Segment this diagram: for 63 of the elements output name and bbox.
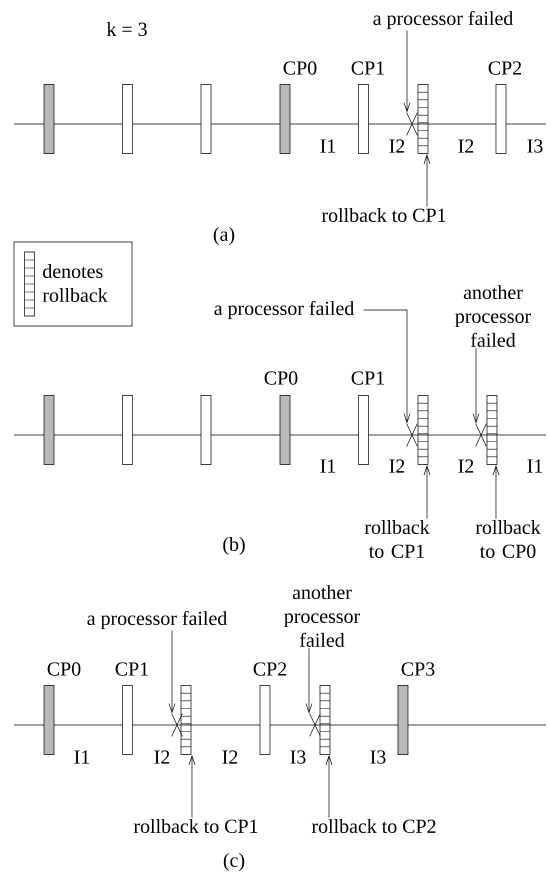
annotation-text: rollback to CP2	[312, 819, 436, 833]
annotation-text: rollback to CP1	[364, 520, 430, 558]
annotation-text: another processor failed	[284, 585, 360, 647]
text-label: I1	[320, 139, 336, 153]
checkpoint-bar	[44, 84, 54, 154]
text-label: I2	[389, 139, 404, 153]
checkpoint-bar	[200, 395, 212, 465]
legend-box: denotes rollback	[14, 242, 132, 326]
rollback-bar	[418, 395, 428, 465]
arrow	[404, 30, 410, 113]
text-label: (b)	[223, 536, 245, 556]
failure-cross	[171, 713, 183, 737]
arrow	[306, 648, 312, 714]
arrow	[492, 464, 500, 520]
arrow	[472, 348, 480, 424]
text-label: I1	[527, 459, 542, 473]
text-label: I3	[370, 750, 386, 764]
annotation-text: a processor failed	[87, 610, 228, 630]
text-label: I2	[458, 459, 474, 473]
checkpoint-label: CP1	[116, 662, 148, 676]
text-label: I2	[458, 139, 474, 153]
checkpoint-label: CP0	[264, 371, 298, 385]
arrow	[188, 754, 196, 818]
arrow	[168, 630, 176, 714]
arrow	[424, 464, 430, 520]
checkpoint-label: CP0	[284, 61, 316, 75]
failure-cross	[309, 713, 321, 737]
checkpoint-label: CP2	[488, 61, 522, 75]
annotation-text: another processor failed	[455, 285, 531, 347]
annotation-text: a processor failed	[373, 10, 514, 30]
arrow	[326, 754, 332, 818]
text-label: I2	[154, 750, 170, 764]
rollback-bar	[486, 395, 498, 465]
checkpoint-bar	[200, 84, 212, 154]
rollback-bar	[320, 685, 330, 755]
checkpoint-label: CP2	[254, 662, 286, 676]
text-label: I2	[389, 459, 404, 473]
annotation-text: rollback to CP1	[134, 819, 258, 833]
failure-cross	[406, 423, 418, 447]
text-label: I1	[74, 750, 90, 764]
checkpoint-label: CP1	[352, 371, 384, 385]
rollback-bar	[180, 685, 192, 755]
text-label: (c)	[224, 852, 244, 872]
text-label: k = 3	[106, 22, 147, 36]
checkpoint-label: CP3	[402, 662, 434, 676]
text-label: (a)	[214, 226, 234, 246]
checkpoint-bar	[122, 395, 133, 465]
text-label: I2	[222, 750, 238, 764]
checkpoint-label: CP0	[48, 662, 80, 676]
failure-cross	[475, 423, 487, 447]
annotation-text: a processor failed	[214, 300, 354, 320]
arrow	[363, 310, 410, 424]
text-label: I1	[320, 459, 336, 473]
rollback-bar	[418, 84, 428, 154]
arrow	[424, 154, 430, 207]
annotation-text: rollback to CP0	[476, 520, 541, 558]
failure-cross	[406, 112, 418, 136]
annotation-text: rollback to CP1	[322, 208, 446, 222]
checkpoint-bar	[44, 395, 54, 465]
text-label: I3	[527, 139, 543, 153]
checkpoint-bar	[122, 84, 133, 154]
text-label: I3	[290, 750, 306, 764]
checkpoint-label: CP1	[352, 61, 384, 75]
